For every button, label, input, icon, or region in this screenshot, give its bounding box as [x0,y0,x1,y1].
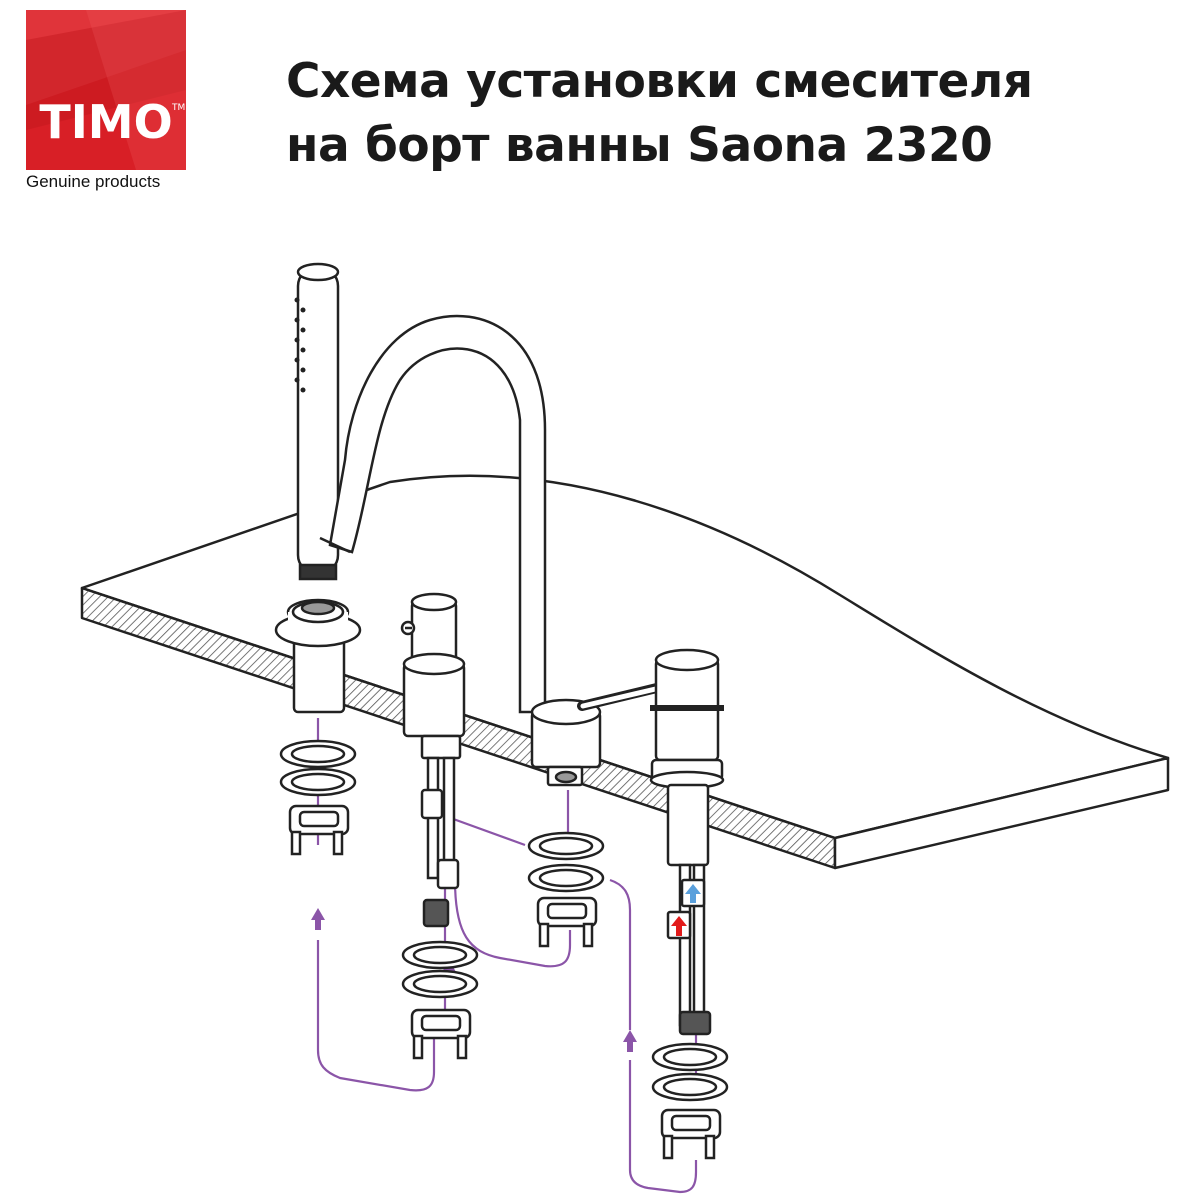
title-line-1: Схема установки смесителя [286,54,1033,109]
mixer-lever-icon [649,648,725,1036]
hand-shower-icon [294,262,340,581]
bathtub-rim [80,474,1170,870]
page-title: Схема установки смесителя на борт ванны … [286,50,1033,178]
logo-trademark: TM [171,103,185,113]
spout-icon [319,314,670,787]
brand-logo: TIMO TM [26,10,186,170]
title-line-2: на борт ванны Saona 2320 [286,118,993,173]
diverter-icon [400,592,466,928]
shower-holder [274,598,362,714]
hot-water-marker [671,916,687,936]
clamp-icon [288,804,722,1160]
logo-text: TIMO [39,95,172,149]
logo-caption: Genuine products [26,172,161,191]
cold-water-marker [685,884,701,903]
logo-pattern-icon: TIMO TM [26,10,186,170]
washer-icon [279,739,729,1102]
